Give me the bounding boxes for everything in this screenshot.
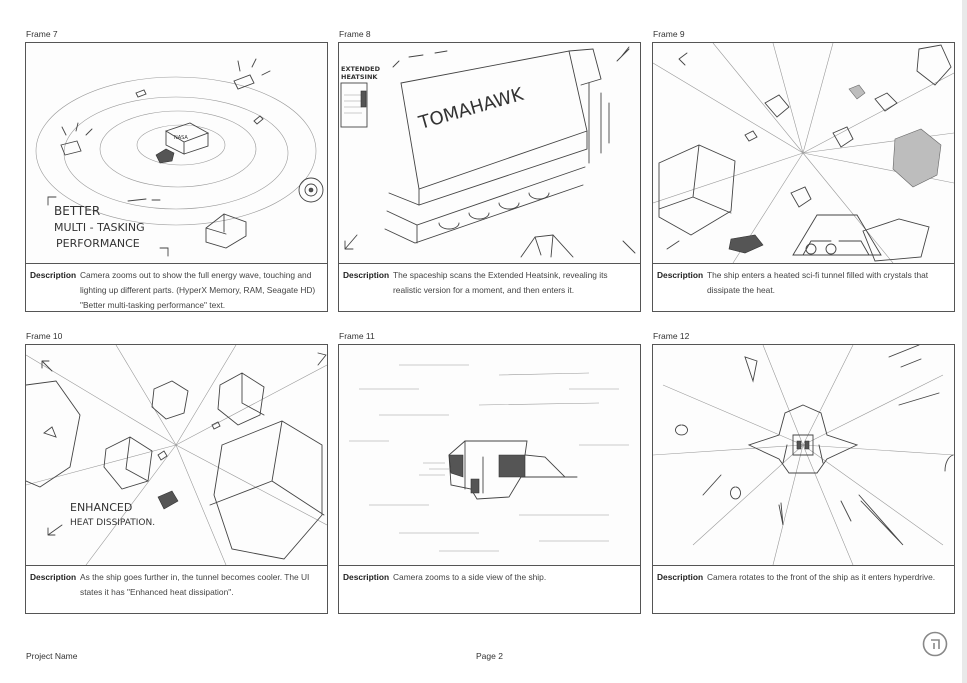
frame-label: Frame 11: [339, 331, 375, 341]
description-label: Description: [30, 270, 77, 280]
page-number: Page 2: [476, 651, 503, 661]
frame-label: Frame 8: [339, 29, 371, 39]
corner-bracket-logo-icon: [922, 631, 948, 657]
frame-box: ENHANCED HEAT DISSIPATION. Description A…: [25, 344, 328, 614]
description-label: Description: [657, 572, 704, 582]
description-box: Description Camera zooms out to show the…: [26, 264, 327, 315]
frame-7: Frame 7 NASA BETTER MULTI - TASKING PERF…: [25, 29, 328, 312]
frame-box: NASA BETTER MULTI - TASKING PERFORMANCE …: [25, 42, 328, 312]
energy-wave-sketch: NASA BETTER MULTI - TASKING PERFORMANCE: [35, 58, 324, 257]
description-label: Description: [343, 270, 390, 280]
svg-text:TOMAHAWK: TOMAHAWK: [416, 84, 527, 134]
frame-label: Frame 12: [653, 331, 690, 341]
frame-box: Description Camera rotates to the front …: [652, 344, 955, 614]
sketch-panel: ENHANCED HEAT DISSIPATION.: [26, 345, 327, 566]
svg-text:MULTI - TASKING: MULTI - TASKING: [54, 221, 145, 234]
description-text: Camera zooms to a side view of the ship.: [393, 572, 547, 582]
svg-text:BETTER: BETTER: [54, 204, 100, 218]
description-text: Camera zooms out to show the full energy…: [80, 270, 316, 310]
frame-label: Frame 10: [26, 331, 63, 341]
cool-tunnel-sketch: ENHANCED HEAT DISSIPATION.: [26, 345, 327, 565]
frame-label: Frame 9: [653, 29, 685, 39]
sketch-panel: [653, 43, 954, 264]
frame-label: Frame 7: [26, 29, 58, 39]
svg-text:ENHANCED: ENHANCED: [70, 501, 132, 514]
crystal-tunnel-sketch: [653, 43, 954, 263]
page-edge-shadow: [962, 0, 967, 683]
description-box: Description The spaceship scans the Exte…: [339, 264, 640, 315]
description-box: Description As the ship goes further in,…: [26, 566, 327, 617]
description-text: As the ship goes further in, the tunnel …: [80, 572, 310, 597]
description-text: The ship enters a heated sci-fi tunnel f…: [707, 270, 929, 295]
frame-box: Description Camera zooms to a side view …: [338, 344, 641, 614]
frame-box: TOMAHAWK EXTENDED HEATSINK Description T…: [338, 42, 641, 312]
svg-text:PERFORMANCE: PERFORMANCE: [56, 237, 140, 250]
description-box: Description Camera rotates to the front …: [653, 566, 954, 617]
svg-text:HEAT DISSIPATION.: HEAT DISSIPATION.: [70, 518, 155, 528]
project-name: Project Name: [26, 651, 78, 661]
sketch-panel: TOMAHAWK EXTENDED HEATSINK: [339, 43, 640, 264]
sketch-panel: [339, 345, 640, 566]
sketch-panel: NASA BETTER MULTI - TASKING PERFORMANCE: [26, 43, 327, 264]
description-box: Description The ship enters a heated sci…: [653, 264, 954, 315]
frame-11: Frame 11 Description Camera zooms to a s…: [338, 331, 641, 614]
frame-9: Frame 9 Description The ship enters a h: [652, 29, 955, 312]
heatsink-sketch: TOMAHAWK EXTENDED HEATSINK: [340, 46, 636, 258]
description-text: The spaceship scans the Extended Heatsin…: [393, 270, 608, 295]
frame-8: Frame 8 TOMAHAWK EXTENDED HEATSINK: [338, 29, 641, 312]
side-view-ship-sketch: [349, 364, 629, 552]
frame-box: Description The ship enters a heated sci…: [652, 42, 955, 312]
frame-12: Frame 12 Description Camera rotates to t…: [652, 331, 955, 614]
frame-10: Frame 10 ENHANCED HEAT DISSIPATION. De: [25, 331, 328, 614]
hyperdrive-ship-sketch: [653, 345, 954, 565]
svg-text:HEATSINK: HEATSINK: [341, 73, 378, 81]
svg-text:EXTENDED: EXTENDED: [341, 65, 381, 73]
description-label: Description: [30, 572, 77, 582]
description-box: Description Camera zooms to a side view …: [339, 566, 640, 617]
description-label: Description: [657, 270, 704, 280]
description-label: Description: [343, 572, 390, 582]
sketch-panel: [653, 345, 954, 566]
description-text: Camera rotates to the front of the ship …: [707, 572, 936, 582]
svg-text:NASA: NASA: [174, 135, 188, 141]
